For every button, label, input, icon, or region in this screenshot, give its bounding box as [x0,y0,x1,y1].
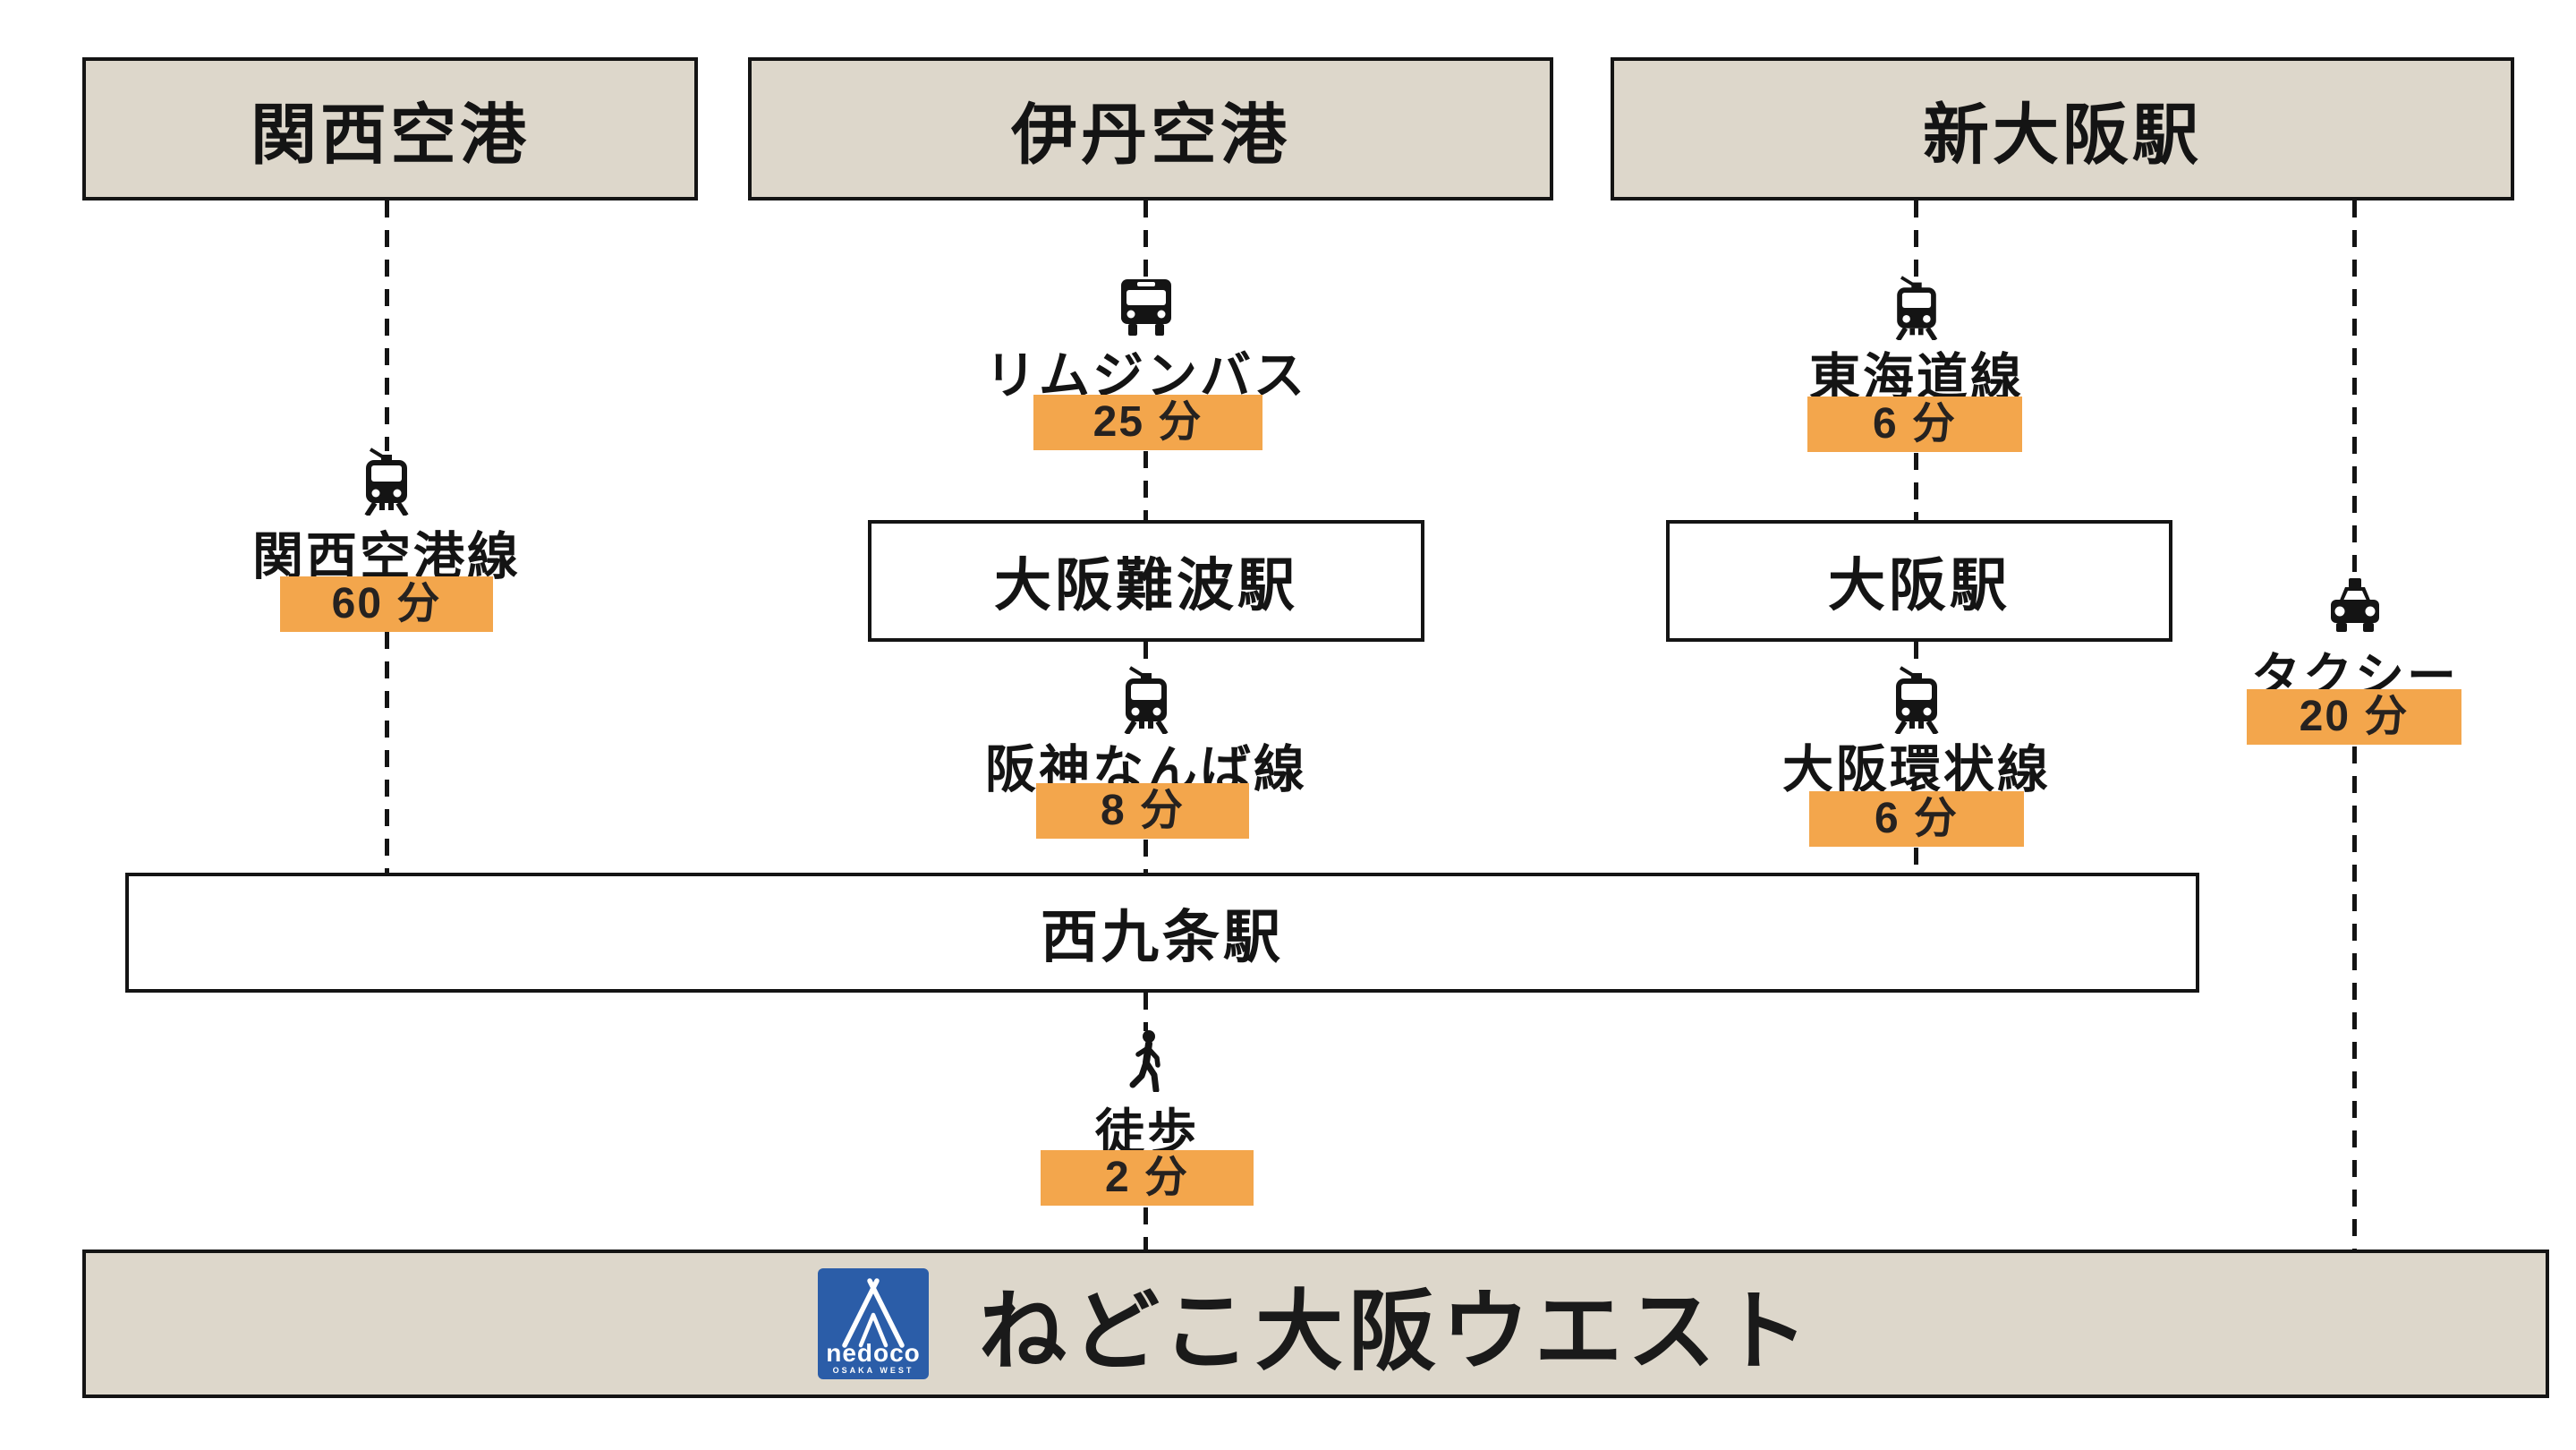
train-icon [1124,666,1169,734]
train-icon [1894,666,1939,734]
dashed-connector [1143,200,1148,277]
origin-box-kansai-airport: 関西空港 [82,57,698,200]
dashed-connector [1914,848,1918,873]
route-label-kansai-airport-line: 関西空港線 [252,528,521,585]
station-label: 西九条駅 [1041,905,1284,969]
train-icon [1895,276,1938,340]
dashed-connector [1143,840,1148,873]
dashed-connector [1914,453,1918,520]
taxi-icon [2331,578,2379,632]
origin-box-itami-airport: 伊丹空港 [748,57,1553,200]
duration-badge: 2 分 [1041,1150,1254,1206]
origin-box-shin-osaka-station: 新大阪駅 [1611,57,2514,200]
destination-content: nedoco OSAKA WEST ねどこ大阪ウエスト [817,1260,1815,1387]
dashed-connector [1143,1207,1148,1250]
destination-box: nedoco OSAKA WEST ねどこ大阪ウエスト [82,1250,2549,1398]
dashed-connector [2352,200,2357,578]
nedoco-logo: nedoco OSAKA WEST [817,1268,929,1379]
dashed-connector [1914,642,1918,668]
logo-wordmark: nedoco [826,1339,921,1367]
train-icon [364,448,409,516]
origin-label: 伊丹空港 [1011,97,1290,172]
destination-name: ねどこ大阪ウエスト [978,1282,1815,1380]
duration-badge: 6 分 [1809,791,2024,847]
dashed-connector [1914,200,1918,277]
dashed-connector [1143,993,1148,1031]
origin-label: 新大阪駅 [1923,97,2202,172]
station-box-osaka-namba: 大阪難波駅 [868,520,1424,642]
logo-subtext: OSAKA WEST [833,1366,914,1375]
bus-icon [1121,279,1171,336]
route-label-osaka-loop-line: 大阪環状線 [1782,741,2051,798]
station-label: 大阪駅 [1828,553,2011,618]
duration-badge: 20 分 [2247,689,2461,745]
walk-icon [1129,1030,1160,1092]
duration-badge: 60 分 [280,576,493,632]
station-label: 大阪難波駅 [994,553,1298,618]
dashed-connector [2352,746,2357,1250]
duration-badge: 8 分 [1036,783,1249,839]
station-box-osaka: 大阪駅 [1666,520,2172,642]
duration-badge: 25 分 [1033,395,1262,450]
duration-badge: 6 分 [1807,397,2022,452]
dashed-connector [1143,642,1148,668]
dashed-connector [385,200,389,451]
dashed-connector [1143,451,1148,520]
dashed-connector [385,632,389,873]
station-box-nishikujo: 西九条駅 [125,873,2199,993]
origin-label: 関西空港 [251,97,530,172]
